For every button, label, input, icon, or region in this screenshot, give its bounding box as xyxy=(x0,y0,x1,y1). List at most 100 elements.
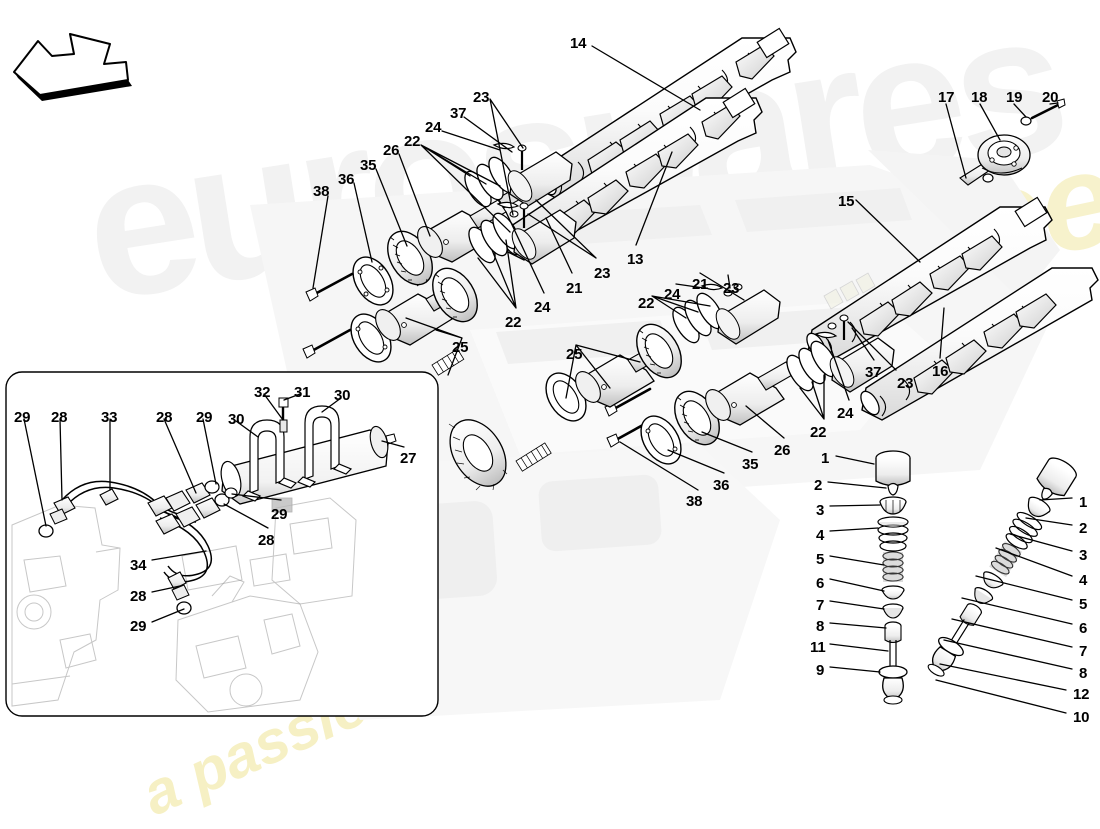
callout-1-valve-left: 1 xyxy=(821,450,830,467)
callout-7-valve-right: 7 xyxy=(1079,643,1088,660)
callout-29-oil-lines: 29 xyxy=(14,409,31,426)
hardware-row-right xyxy=(606,272,895,465)
fitting-cluster xyxy=(147,480,238,535)
callout-30-accumulator: 30 xyxy=(334,387,351,404)
inset-contents xyxy=(11,397,397,713)
callout-26-camshafts: 26 xyxy=(774,442,791,459)
journal-block-21a xyxy=(507,151,573,207)
valve-assembly-left xyxy=(875,450,911,705)
callout-37-camshafts: 37 xyxy=(450,105,467,122)
callout-23-camshafts: 23 xyxy=(723,280,740,297)
flange-36 xyxy=(352,256,394,306)
hub-26c xyxy=(705,361,795,426)
callout-5-valve-right: 5 xyxy=(1079,596,1088,613)
hardware-row-center xyxy=(545,283,781,422)
callout-28-oil-lines: 28 xyxy=(156,409,173,426)
callout-36-camshafts: 36 xyxy=(713,477,730,494)
washer-29a xyxy=(38,524,54,538)
valve-head-left xyxy=(882,677,904,705)
strap-bolt-31 xyxy=(278,397,289,433)
key-24d xyxy=(814,331,838,339)
callout-1-valve-right: 1 xyxy=(1079,494,1088,511)
callout-38-camshafts: 38 xyxy=(313,183,330,200)
callout-26-camshafts: 26 xyxy=(383,142,400,159)
bolt-38 xyxy=(305,272,354,302)
callout-12-valve-right: 12 xyxy=(1073,686,1090,703)
key-24c xyxy=(700,283,724,291)
callout-27-accumulator: 27 xyxy=(400,450,417,467)
inset-panel xyxy=(5,371,439,717)
callout-24-camshafts: 24 xyxy=(664,286,681,303)
callout-35-camshafts: 35 xyxy=(360,157,377,174)
callout-21-camshafts: 21 xyxy=(692,276,709,293)
callout-22-camshafts: 22 xyxy=(505,314,522,331)
callout-20-phase-variator: 20 xyxy=(1042,89,1059,106)
retainer-3b xyxy=(1027,496,1051,518)
tappet-1b xyxy=(1036,457,1077,497)
callout-6-valve-left: 6 xyxy=(816,575,825,592)
callout-14-camshafts: 14 xyxy=(570,35,587,52)
shim-2 xyxy=(887,482,899,496)
camshaft-14 xyxy=(537,27,797,201)
phase-variator-assembly xyxy=(959,98,1066,186)
callout-31-accumulator: 31 xyxy=(294,384,311,401)
callout-35-camshafts: 35 xyxy=(742,456,759,473)
strap-30b xyxy=(296,405,353,488)
callout-29-oil-lines: 29 xyxy=(130,618,147,635)
callout-30-accumulator: 30 xyxy=(228,411,245,428)
callout-17-phase-variator: 17 xyxy=(938,89,955,106)
callout-32-accumulator: 32 xyxy=(254,384,271,401)
pipe-33 xyxy=(61,480,197,523)
camshaft-16 xyxy=(860,267,1099,421)
callout-23-camshafts: 23 xyxy=(897,375,914,392)
dowel-37d xyxy=(827,314,849,340)
direction-arrow-icon xyxy=(13,33,132,101)
callout-18-phase-variator: 18 xyxy=(971,89,988,106)
guide-8 xyxy=(884,621,902,644)
callout-19-phase-variator: 19 xyxy=(1006,89,1023,106)
callout-22-camshafts: 22 xyxy=(810,424,827,441)
seal-7b xyxy=(974,587,994,604)
callout-34-oil-lines: 34 xyxy=(130,557,147,574)
spring-5b xyxy=(989,541,1022,578)
fitting-28c xyxy=(167,571,190,601)
callout-29-oil-lines: 29 xyxy=(196,409,213,426)
callout-16-camshafts: 16 xyxy=(932,363,949,380)
callout-15-camshafts: 15 xyxy=(838,193,855,210)
leader-lines xyxy=(23,45,1073,714)
tappet-ghosts xyxy=(823,272,876,310)
callout-9-valve-left: 9 xyxy=(816,662,825,679)
callout-28-oil-lines: 28 xyxy=(130,588,147,605)
parts-diagram-canvas: eurospares since 1985 a passion for part… xyxy=(5,0,1100,829)
callout-24-camshafts: 24 xyxy=(534,299,551,316)
hardware-row-upper xyxy=(305,142,573,306)
callout-37-camshafts: 37 xyxy=(865,364,882,381)
callout-38-camshafts: 38 xyxy=(686,493,703,510)
stem-11 xyxy=(889,640,897,668)
gear-35b xyxy=(432,267,478,323)
valve-head-right xyxy=(927,646,957,677)
callout-11-valve-left: 11 xyxy=(810,639,826,656)
callout-3-valve-left: 3 xyxy=(816,502,825,519)
callout-22-camshafts: 22 xyxy=(404,133,421,150)
shim-2b xyxy=(1041,487,1053,500)
callout-24-camshafts: 24 xyxy=(425,119,442,136)
fitting-28a xyxy=(49,496,76,525)
washer-29d xyxy=(176,601,192,615)
callout-2-valve-left: 2 xyxy=(814,477,823,494)
seal-7 xyxy=(882,603,904,619)
gear-center xyxy=(636,323,682,379)
callout-22-camshafts: 22 xyxy=(638,295,655,312)
callout-6-valve-right: 6 xyxy=(1079,620,1088,637)
key-24b xyxy=(496,201,520,209)
stem-12 xyxy=(950,619,970,646)
callout-23-camshafts: 23 xyxy=(594,265,611,282)
callout-5-valve-left: 5 xyxy=(816,551,825,568)
callout-25-camshafts: 25 xyxy=(452,339,469,356)
valve-assembly-right xyxy=(927,457,1077,677)
callout-2-valve-right: 2 xyxy=(1079,520,1088,537)
bolt-38b xyxy=(302,328,352,359)
bearings-22a xyxy=(464,156,516,208)
callout-23-camshafts: 23 xyxy=(473,89,490,106)
hub-26 xyxy=(417,185,527,263)
